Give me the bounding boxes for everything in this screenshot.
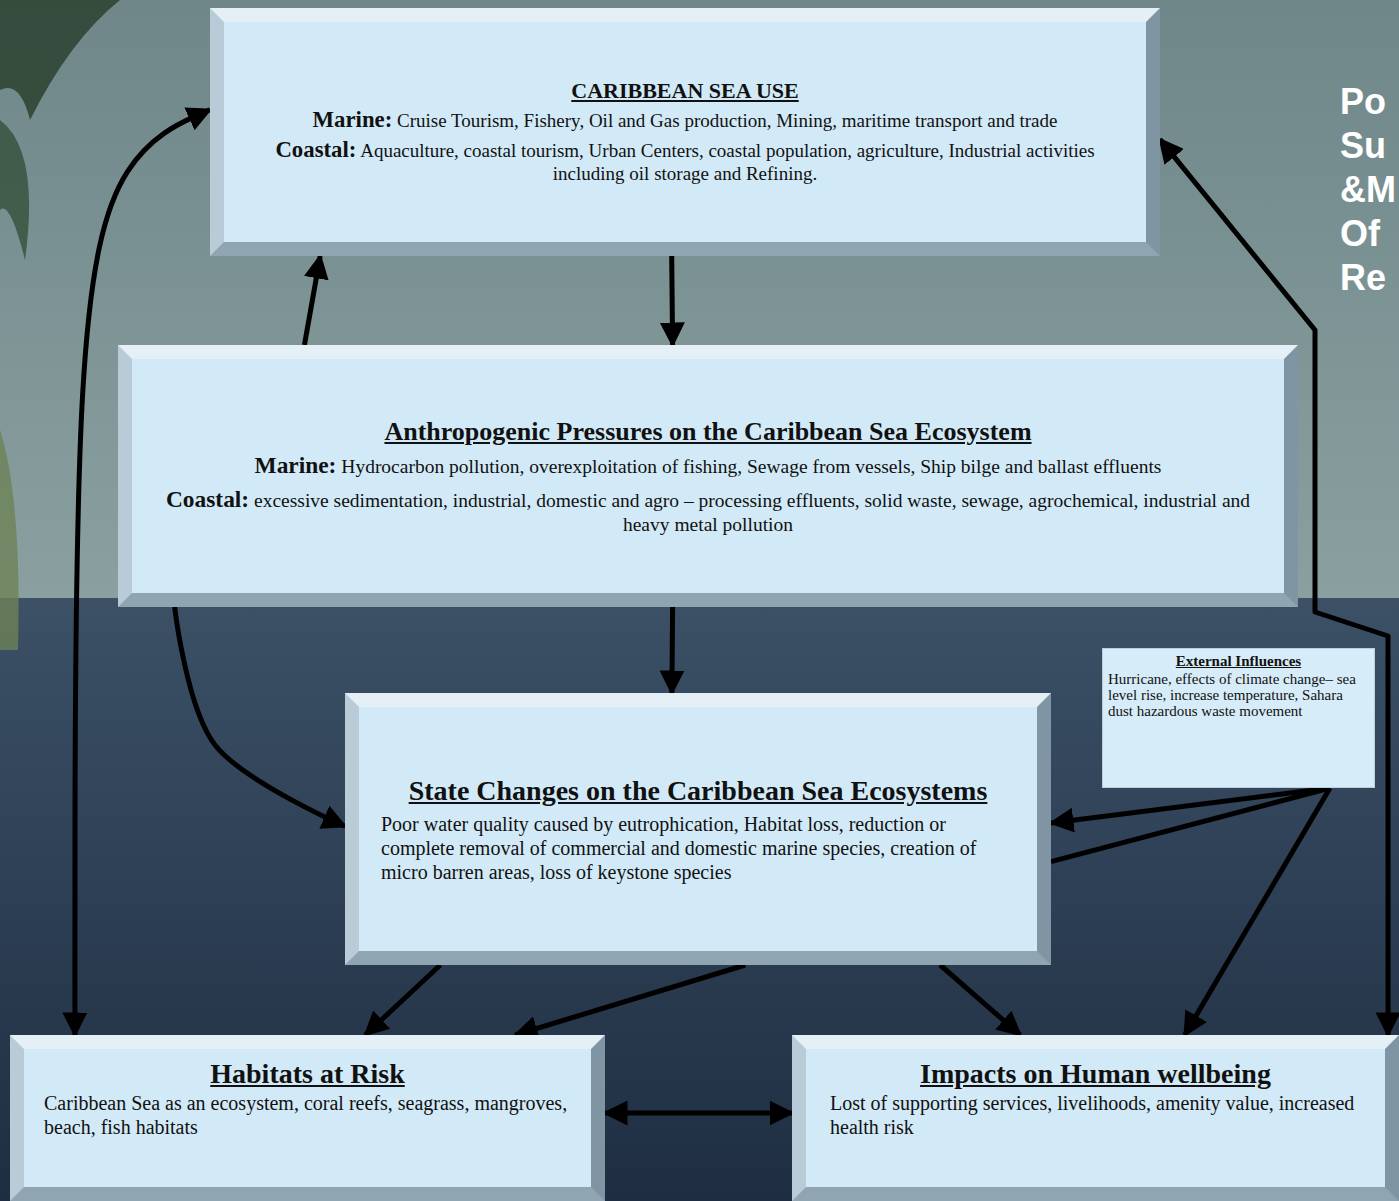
box-body: Coastal: excessive sedimentation, indust… bbox=[148, 485, 1268, 536]
box-heading: External Influences bbox=[1108, 652, 1369, 670]
category-items: Hydrocarbon pollution, overexploitation … bbox=[336, 456, 1161, 477]
impact-box: Impacts on Human wellbeingLost of suppor… bbox=[792, 1035, 1399, 1201]
box-body: Poor water quality caused by eutrophicat… bbox=[381, 812, 1015, 884]
use-box: CARIBBEAN SEA USEMarine: Cruise Tourism,… bbox=[210, 8, 1160, 256]
cut-title: Po Su &M Of Re bbox=[1340, 80, 1398, 300]
pressure-box: Anthropogenic Pressures on the Caribbean… bbox=[118, 345, 1298, 607]
box-heading: CARIBBEAN SEA USE bbox=[238, 78, 1132, 104]
external-box: External InfluencesHurricane, effects of… bbox=[1102, 648, 1375, 788]
flow-arrow bbox=[1051, 788, 1330, 823]
box-body: Lost of supporting services, livelihoods… bbox=[830, 1091, 1361, 1139]
sea bbox=[0, 598, 1399, 1201]
flow-arrow bbox=[669, 607, 675, 693]
box-body: Coastal: Aquaculture, coastal tourism, U… bbox=[238, 136, 1132, 186]
box-body: Hurricane, effects of climate change– se… bbox=[1108, 671, 1369, 720]
flow-arrow bbox=[1185, 788, 1330, 1035]
box-body: Caribbean Sea as an ecosystem, coral ree… bbox=[44, 1091, 571, 1139]
state-box: State Changes on the Caribbean Sea Ecosy… bbox=[345, 693, 1051, 965]
palm-frond bbox=[0, 0, 120, 120]
flow-arrow bbox=[304, 256, 320, 345]
habitat-box: Habitats at RiskCaribbean Sea as an ecos… bbox=[10, 1035, 605, 1201]
sky bbox=[0, 0, 1399, 600]
flow-arrow bbox=[515, 965, 745, 1035]
flow-arrow bbox=[175, 607, 345, 826]
category-prefix: Coastal: bbox=[166, 486, 249, 512]
category-prefix: Coastal: bbox=[275, 137, 356, 162]
category-items: Aquaculture, coastal tourism, Urban Cent… bbox=[356, 140, 1094, 184]
flow-arrow bbox=[940, 965, 1020, 1035]
flow-arrow bbox=[365, 965, 440, 1035]
category-prefix: Marine: bbox=[255, 452, 337, 478]
box-heading: Habitats at Risk bbox=[44, 1057, 571, 1091]
category-items: Cruise Tourism, Fishery, Oil and Gas pro… bbox=[392, 110, 1057, 131]
box-heading: State Changes on the Caribbean Sea Ecosy… bbox=[381, 774, 1015, 808]
flow-arrow bbox=[605, 1111, 792, 1116]
flow-arrow bbox=[1051, 788, 1330, 862]
box-heading: Impacts on Human wellbeing bbox=[830, 1057, 1361, 1091]
flow-arrow bbox=[669, 256, 675, 345]
category-prefix: Marine: bbox=[313, 107, 393, 132]
box-heading: Anthropogenic Pressures on the Caribbean… bbox=[148, 416, 1268, 447]
palm-trunk bbox=[0, 430, 19, 650]
palm-frond bbox=[0, 120, 29, 260]
box-body: Marine: Cruise Tourism, Fishery, Oil and… bbox=[238, 106, 1132, 133]
box-body: Marine: Hydrocarbon pollution, overexplo… bbox=[148, 451, 1268, 479]
category-items: excessive sedimentation, industrial, dom… bbox=[249, 490, 1250, 535]
